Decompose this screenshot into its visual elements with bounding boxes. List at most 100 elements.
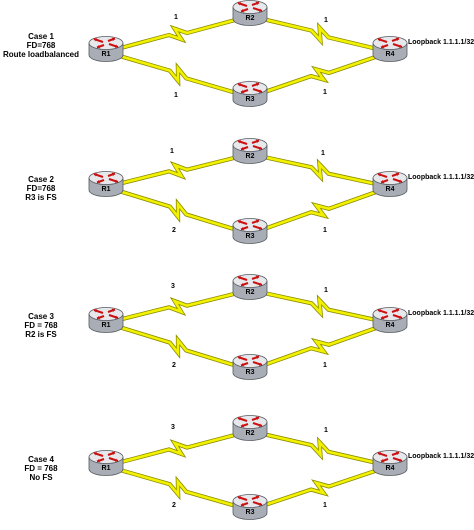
link-r2-r4 xyxy=(249,151,391,190)
router-arrows-icon xyxy=(237,1,263,13)
router-r4: R4 xyxy=(372,36,408,62)
metric-r1-r3: 2 xyxy=(172,502,176,509)
loopback-label: Loopback 1.1.1.1/32 xyxy=(408,310,474,317)
router-r1: R1 xyxy=(88,36,124,62)
metric-r3-r4: 1 xyxy=(323,89,327,96)
link-r2-r4 xyxy=(249,428,391,469)
metric-r2-r4: 1 xyxy=(324,17,328,24)
router-r1: R1 xyxy=(88,171,124,197)
metric-r3-r4: 1 xyxy=(323,227,327,234)
router-arrows-icon xyxy=(237,139,263,151)
link-r1-r3 xyxy=(105,184,251,237)
case-caption-line: Case 4 xyxy=(28,455,54,464)
router-label: R4 xyxy=(386,51,395,58)
router-label: R3 xyxy=(246,369,255,376)
router-r4: R4 xyxy=(372,171,408,197)
router-r2: R2 xyxy=(232,415,268,441)
router-arrows-icon xyxy=(377,172,403,184)
metric-r1-r3: 1 xyxy=(174,92,178,99)
router-label: R1 xyxy=(102,465,111,472)
link-r1-r2 xyxy=(105,151,251,190)
link-r2-r4 xyxy=(249,287,391,326)
router-arrows-icon xyxy=(377,308,403,320)
case-caption-line: FD=768 xyxy=(26,41,56,50)
router-r2: R2 xyxy=(232,138,268,164)
case-caption-line: Route loadbalanced xyxy=(2,50,79,59)
router-label: R1 xyxy=(102,322,111,329)
case-caption-line: R2 is FS xyxy=(25,330,57,339)
router-r2: R2 xyxy=(232,274,268,300)
link-r2-r4 xyxy=(249,13,391,55)
router-r4: R4 xyxy=(372,307,408,333)
metric-r2-r4: 1 xyxy=(321,150,325,157)
router-arrows-icon xyxy=(237,219,263,231)
metric-r1-r3: 2 xyxy=(172,362,176,369)
link-r1-r2 xyxy=(105,287,251,326)
router-label: R2 xyxy=(246,153,255,160)
metric-r1-r2: 3 xyxy=(171,424,175,431)
metric-r1-r2: 1 xyxy=(170,148,174,155)
link-r3-r4 xyxy=(249,185,391,236)
router-r1: R1 xyxy=(88,307,124,333)
router-label: R3 xyxy=(246,233,255,240)
link-r1-r2 xyxy=(105,13,251,55)
router-label: R2 xyxy=(246,430,255,437)
metric-r2-r4: 1 xyxy=(324,427,328,434)
case-caption-line: No FS xyxy=(29,473,53,482)
router-label: R1 xyxy=(102,51,111,58)
router-r3: R3 xyxy=(232,81,268,107)
router-arrows-icon xyxy=(237,495,263,507)
router-label: R3 xyxy=(246,96,255,103)
link-r3-r4 xyxy=(249,50,391,99)
metric-r3-r4: 1 xyxy=(323,362,327,369)
router-label: R3 xyxy=(246,509,255,516)
router-arrows-icon xyxy=(93,37,119,49)
case-caption-line: FD = 768 xyxy=(24,321,58,330)
router-r1: R1 xyxy=(88,450,124,476)
router-arrows-icon xyxy=(237,82,263,94)
case-caption-line: Case 1 xyxy=(28,32,54,41)
case-caption-line: Case 3 xyxy=(28,312,54,321)
router-label: R1 xyxy=(102,186,111,193)
router-r4: R4 xyxy=(372,450,408,476)
case-caption-line: R3 is FS xyxy=(25,193,57,202)
router-arrows-icon xyxy=(237,416,263,428)
metric-r3-r4: 1 xyxy=(323,502,327,509)
router-arrows-icon xyxy=(93,172,119,184)
router-label: R4 xyxy=(386,465,395,472)
link-r1-r3 xyxy=(105,49,251,100)
case-caption-line: FD = 768 xyxy=(24,464,58,473)
case-caption-line: Case 2 xyxy=(28,175,54,184)
metric-r1-r2: 3 xyxy=(171,283,175,290)
router-label: R2 xyxy=(246,15,255,22)
metric-r1-r3: 2 xyxy=(172,227,176,234)
loopback-label: Loopback 1.1.1.1/32 xyxy=(408,453,474,460)
metric-r2-r4: 1 xyxy=(324,287,328,294)
metric-r1-r2: 1 xyxy=(174,14,178,21)
link-r3-r4 xyxy=(249,321,391,372)
router-label: R2 xyxy=(246,289,255,296)
router-arrows-icon xyxy=(377,37,403,49)
loopback-label: Loopback 1.1.1.1/32 xyxy=(408,39,474,46)
loopback-label: Loopback 1.1.1.1/32 xyxy=(408,174,474,181)
router-arrows-icon xyxy=(93,451,119,463)
router-label: R4 xyxy=(386,322,395,329)
router-arrows-icon xyxy=(237,355,263,367)
link-r1-r3 xyxy=(105,320,251,373)
case-caption-line: FD=768 xyxy=(26,184,56,193)
router-arrows-icon xyxy=(377,451,403,463)
router-arrows-icon xyxy=(93,308,119,320)
router-r2: R2 xyxy=(232,0,268,26)
router-label: R4 xyxy=(386,186,395,193)
router-arrows-icon xyxy=(237,275,263,287)
router-r3: R3 xyxy=(232,354,268,380)
link-r1-r3 xyxy=(105,463,251,513)
router-r3: R3 xyxy=(232,218,268,244)
router-r3: R3 xyxy=(232,494,268,520)
